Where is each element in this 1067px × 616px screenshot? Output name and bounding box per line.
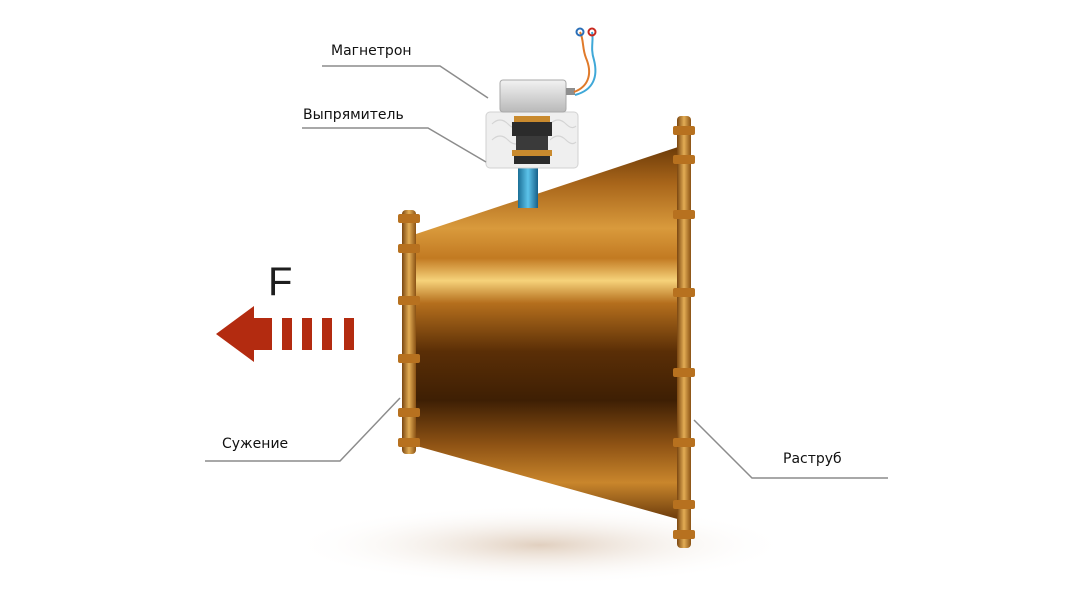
leader-narrowing <box>205 397 401 462</box>
leader-rectifier <box>302 127 487 163</box>
force-arrow-icon <box>216 306 354 362</box>
label-flare: Раструб <box>783 451 842 467</box>
wire-terminal-red-icon <box>587 27 597 37</box>
wire-terminal-blue-icon <box>575 27 585 37</box>
waveguide-tube <box>518 168 538 208</box>
wide-flange <box>673 116 695 548</box>
label-force: F <box>268 260 293 304</box>
rectifier-unit <box>485 111 579 169</box>
label-narrowing: Сужение <box>222 436 289 452</box>
ground-shadow <box>290 505 790 585</box>
label-rectifier: Выпрямитель <box>303 107 404 123</box>
leader-flare <box>693 419 888 479</box>
leader-magnetron <box>322 65 489 99</box>
cone-cavity <box>413 146 681 520</box>
label-magnetron: Магнетрон <box>331 43 412 59</box>
narrow-flange <box>398 210 420 454</box>
leader-lines <box>205 65 888 479</box>
magnetron-unit <box>499 27 597 113</box>
